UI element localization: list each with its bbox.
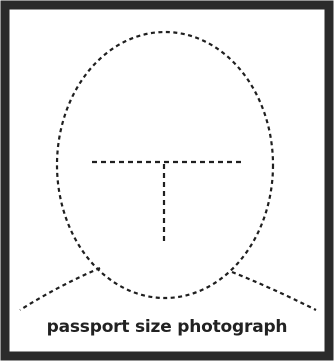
right-shoulder-guide (232, 272, 316, 310)
photo-border (5, 5, 329, 356)
caption-label: passport size photograph (0, 316, 334, 338)
left-shoulder-guide (20, 268, 100, 310)
